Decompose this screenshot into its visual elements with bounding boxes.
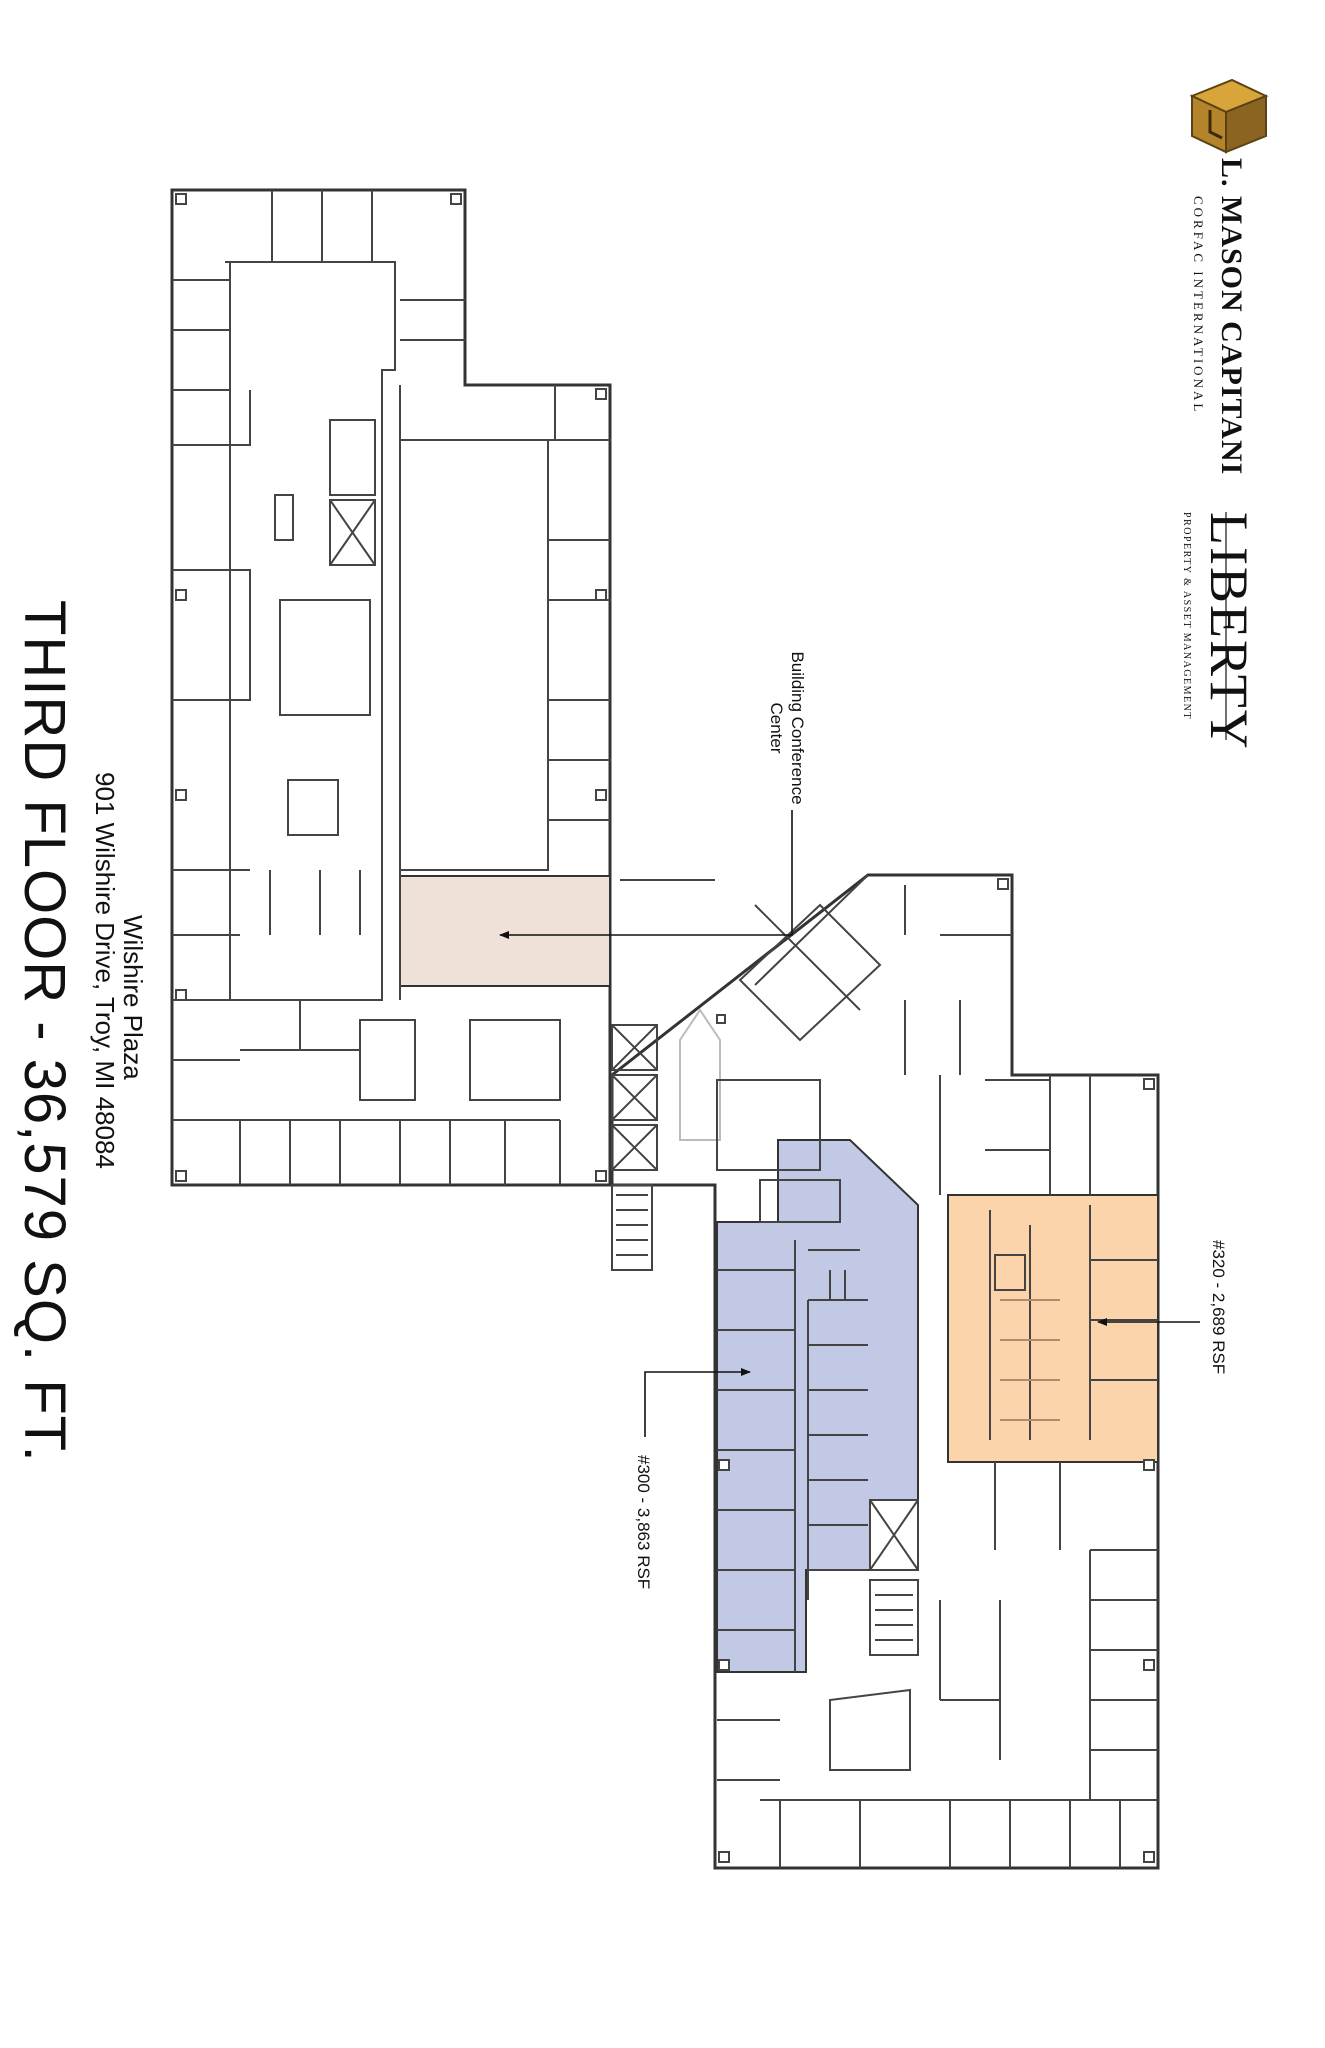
conference-center-area[interactable]	[399, 875, 611, 987]
right-wing-walls	[716, 878, 1158, 1868]
suite-320-area[interactable]	[947, 1194, 1159, 1463]
lmc-logo-name: L. MASON CAPITANI	[1215, 158, 1248, 476]
liberty-logo-subtitle: PROPERTY & ASSET MANAGEMENT	[1181, 512, 1192, 720]
lmc-cube-logo-icon	[1189, 78, 1269, 154]
floor-title: THIRD FLOOR - 36,579 SQ. FT.	[12, 600, 77, 1463]
lobby-core	[611, 874, 882, 1271]
liberty-logo-name: LIBERTY	[1199, 512, 1259, 751]
lmc-logo-subtitle: CORFAC INTERNATIONAL	[1191, 196, 1206, 415]
building-name: Wilshire Plaza	[118, 915, 148, 1080]
suite-300-arrow	[644, 1368, 751, 1437]
conference-center-arrow	[499, 810, 793, 939]
building-address: 901 Wilshire Drive, Troy, MI 48084	[90, 772, 120, 1169]
suite-320-label[interactable]: #320 - 2,689 RSF	[1209, 1240, 1228, 1375]
conference-center-label: Building Conference Center	[767, 651, 807, 805]
left-wing	[170, 188, 612, 1187]
suite-300-label[interactable]: #300 - 3,863 RSF	[634, 1455, 653, 1590]
suite-300-area[interactable]	[716, 1139, 919, 1673]
left-wing-walls	[172, 190, 610, 1185]
